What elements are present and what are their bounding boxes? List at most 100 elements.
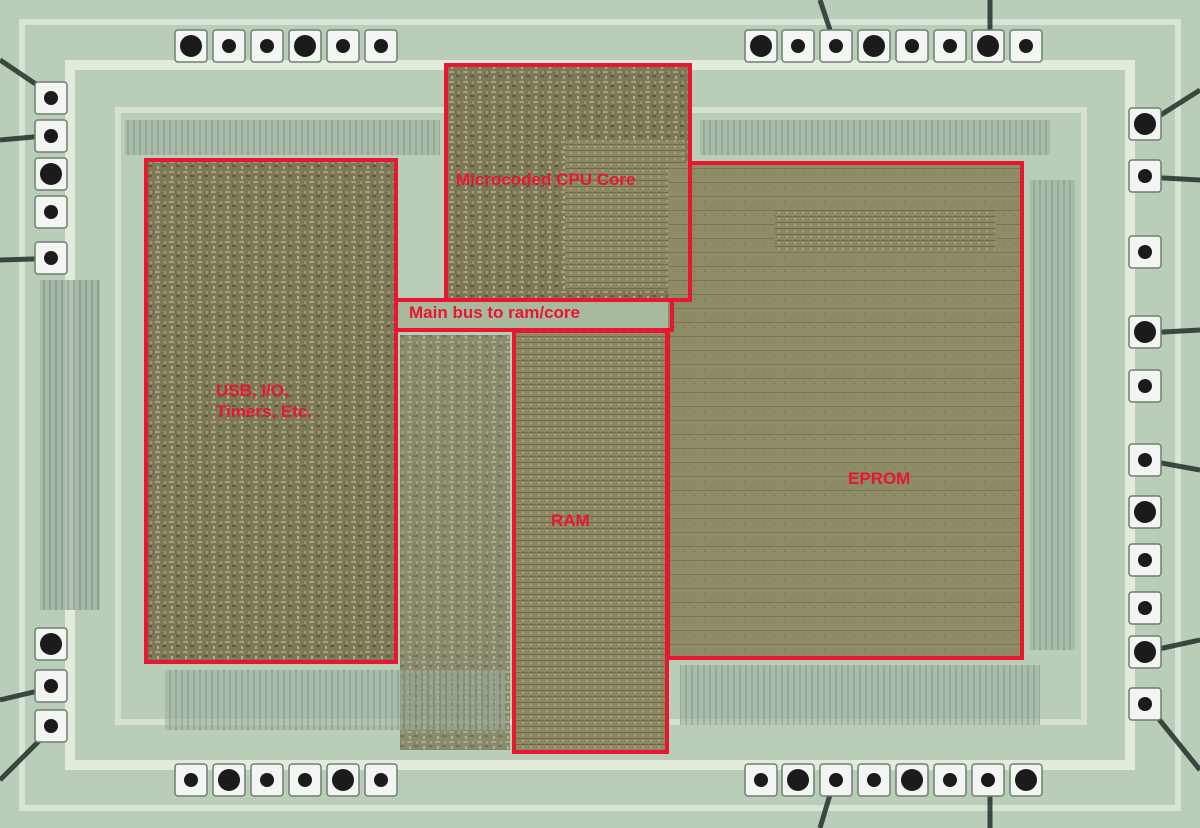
- bond-pad: [34, 669, 68, 703]
- bond-contact-dot: [787, 769, 809, 791]
- usb-io-label-line-1: USB, I/O,: [216, 381, 289, 400]
- bond-pad: [34, 709, 68, 743]
- bond-contact-dot: [180, 35, 202, 57]
- bond-pad: [364, 763, 398, 797]
- bond-contact-dot: [1019, 39, 1033, 53]
- bond-pad: [212, 763, 246, 797]
- bond-pad: [34, 157, 68, 191]
- bond-pad: [1009, 763, 1043, 797]
- bond-pad: [212, 29, 246, 63]
- bond-pad: [1128, 235, 1162, 269]
- usb-io-outline: [144, 158, 398, 664]
- bond-pad: [781, 763, 815, 797]
- bond-contact-dot: [1138, 601, 1152, 615]
- bond-pads: [34, 29, 1162, 797]
- bond-contact-dot: [40, 633, 62, 655]
- bond-contact-dot: [332, 769, 354, 791]
- bond-pad: [1128, 635, 1162, 669]
- bond-contact-dot: [750, 35, 772, 57]
- cpu-core-microcode-array: [565, 140, 685, 290]
- left-routing-field: [40, 280, 100, 610]
- bond-pad: [34, 627, 68, 661]
- bond-pad: [174, 763, 208, 797]
- usb-io-label-line-2: Timers, Etc.: [216, 402, 312, 421]
- bond-pad: [781, 29, 815, 63]
- bond-pad: [819, 29, 853, 63]
- bond-pad: [971, 29, 1005, 63]
- bond-contact-dot: [863, 35, 885, 57]
- bond-contact-dot: [44, 91, 58, 105]
- bond-contact-dot: [1138, 697, 1152, 711]
- bond-pad: [895, 763, 929, 797]
- bond-pad: [1128, 369, 1162, 403]
- bond-contact-dot: [294, 35, 316, 57]
- bond-contact-dot: [1138, 245, 1152, 259]
- bond-pad: [34, 195, 68, 229]
- bond-pad: [857, 763, 891, 797]
- bond-pad: [1128, 543, 1162, 577]
- eprom-label: EPROM: [848, 469, 910, 488]
- bond-pad: [288, 29, 322, 63]
- bond-contact-dot: [336, 39, 350, 53]
- bond-contact-dot: [184, 773, 198, 787]
- bond-pad: [250, 763, 284, 797]
- top-right-logic-field: [700, 120, 1050, 155]
- bond-contact-dot: [1134, 113, 1156, 135]
- region-outlines: [144, 63, 1024, 754]
- bond-contact-dot: [867, 773, 881, 787]
- bond-contact-dot: [44, 205, 58, 219]
- bond-contact-dot: [218, 769, 240, 791]
- bond-contact-dot: [943, 39, 957, 53]
- bottom-logic-field: [165, 670, 505, 730]
- bond-contact-dot: [791, 39, 805, 53]
- bond-contact-dot: [260, 39, 274, 53]
- bond-pad: [744, 763, 778, 797]
- bond-contact-dot: [1015, 769, 1037, 791]
- bond-contact-dot: [44, 719, 58, 733]
- die-inner-frame: [19, 19, 1181, 811]
- bond-contact-dot: [981, 773, 995, 787]
- bond-pad: [1128, 495, 1162, 529]
- bond-pad: [971, 763, 1005, 797]
- top-left-logic-field: [125, 120, 440, 155]
- usb-io-block: [148, 162, 394, 660]
- eprom-outline: [666, 161, 1024, 660]
- bond-contact-dot: [44, 251, 58, 265]
- bond-contact-dot: [40, 163, 62, 185]
- bond-pad: [250, 29, 284, 63]
- bond-contact-dot: [1138, 453, 1152, 467]
- bond-pad: [326, 763, 360, 797]
- bond-pad: [857, 29, 891, 63]
- bond-pad: [1128, 107, 1162, 141]
- bond-contact-dot: [222, 39, 236, 53]
- bond-pad: [1128, 315, 1162, 349]
- main-bus-label: Main bus to ram/core: [409, 303, 580, 322]
- bond-contact-dot: [374, 773, 388, 787]
- bond-pad: [933, 29, 967, 63]
- main-bus-block: [396, 300, 670, 330]
- bond-pad: [1128, 591, 1162, 625]
- bond-contact-dot: [1134, 501, 1156, 523]
- bond-contact-dot: [901, 769, 923, 791]
- bond-pad: [34, 119, 68, 153]
- bond-contact-dot: [1138, 169, 1152, 183]
- bond-contact-dot: [1134, 641, 1156, 663]
- bond-pad: [1128, 159, 1162, 193]
- bond-contact-dot: [374, 39, 388, 53]
- bond-pad: [933, 763, 967, 797]
- bond-pad: [288, 763, 322, 797]
- bond-contact-dot: [754, 773, 768, 787]
- bond-contact-dot: [260, 773, 274, 787]
- bond-contact-dot: [1138, 553, 1152, 567]
- bond-contact-dot: [977, 35, 999, 57]
- usb-io-label: USB, I/O, Timers, Etc.: [216, 381, 312, 421]
- bond-contact-dot: [1134, 321, 1156, 343]
- bond-contact-dot: [44, 679, 58, 693]
- bond-pad: [34, 81, 68, 115]
- bond-pad: [326, 29, 360, 63]
- ram-block: [514, 332, 666, 752]
- bond-contact-dot: [829, 773, 843, 787]
- bond-pad: [174, 29, 208, 63]
- bond-pad: [895, 29, 929, 63]
